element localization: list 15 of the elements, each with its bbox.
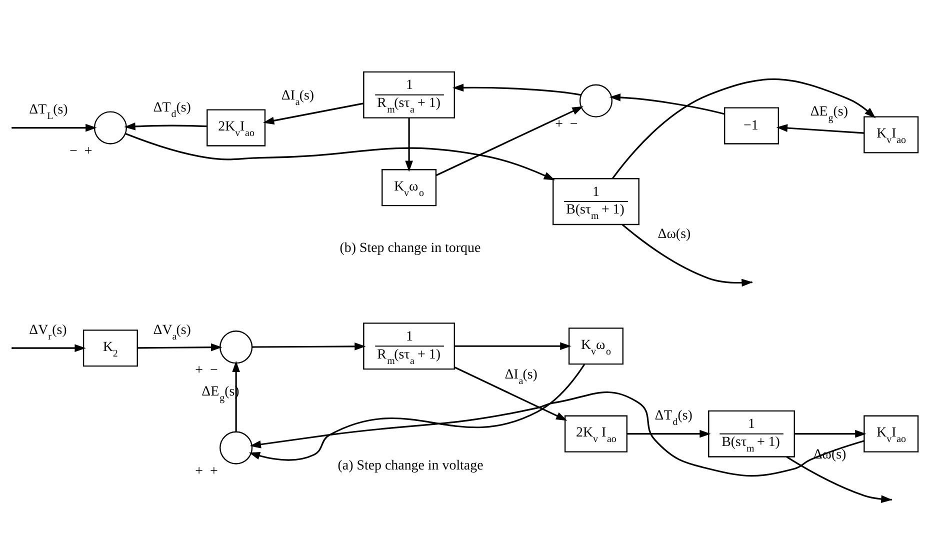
node-label: + − <box>555 116 578 132</box>
node-label: − + <box>70 144 92 159</box>
edge-label: ΔV$_{a}$(s) <box>153 322 191 342</box>
edge-label: ΔE$_{g}$(s) <box>810 104 848 124</box>
edge-label: ΔT$_{L}$(s) <box>29 102 68 122</box>
edge-label: ΔV$_{r}$(s) <box>29 322 67 342</box>
edge-label: ΔI$_{a}$(s) <box>281 88 314 108</box>
edge-label: Δω(s) <box>658 227 691 242</box>
edge-label: ΔI$_{a}$(s) <box>504 368 538 388</box>
edge-label: ΔT$_{d}$(s) <box>153 100 191 120</box>
edge-label: ΔT$_{d}$(s) <box>654 408 692 428</box>
node-label: + + <box>195 464 218 479</box>
label: (b) Step change in torque <box>340 241 481 256</box>
label: (a) Step change in voltage <box>338 458 484 474</box>
node-label: + − <box>195 363 218 378</box>
